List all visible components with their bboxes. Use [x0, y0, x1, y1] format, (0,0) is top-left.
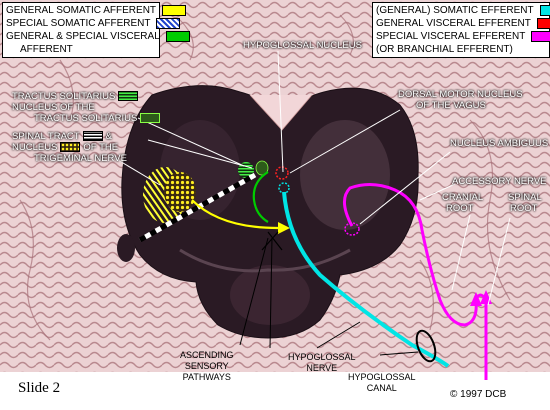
label-nucleus-ambiguus: NUCLEUS AMBIGUUS [450, 138, 549, 149]
label-hc-line2: CANAL [366, 383, 397, 393]
legend-row-afferent-cont: AFFERENT [6, 43, 156, 56]
legend-label-sve: SPECIAL VISCERAL EFFERENT [376, 31, 526, 42]
legend-afferent: GENERAL SOMATIC AFFERENT SPECIAL SOMATIC… [2, 2, 190, 58]
label-spinal-root: SPINAL ROOT [508, 192, 542, 214]
legend-swatch-green [165, 31, 190, 42]
legend-label-se: (GENERAL) SOMATIC EFFERENT [376, 5, 534, 16]
label-st-line4: TRIGEMINAL NERVE [34, 153, 127, 164]
label-st-text3: OF THE [83, 142, 119, 153]
label-spinal-trigeminal: SPINAL TRACT & NUCLEUS OF THE TRIGEMINAL N… [12, 131, 127, 164]
label-asp-line1: ASCENDING [180, 350, 234, 360]
label-sr-line2: ROOT [510, 203, 538, 214]
legend-row-visceral-afferent: GENERAL & SPECIAL VISCERAL [6, 30, 190, 43]
legend-efferent: (GENERAL) SOMATIC EFFERENT GENERAL VISCE… [372, 2, 550, 58]
legend-label-ssa: SPECIAL SOMATIC AFFERENT [6, 18, 151, 29]
legend-row-sve: SPECIAL VISCERAL EFFERENT [376, 30, 550, 43]
legend-swatch-spinal-nucleus [60, 142, 81, 153]
legend-row-se: (GENERAL) SOMATIC EFFERENT [376, 4, 550, 17]
label-tractus-solitarius: TRACTUS SOLITARIUS NUCLEUS OF THE TRACTU… [12, 91, 163, 124]
label-st-text1: SPINAL TRACT [12, 131, 80, 142]
label-dmn-line1: DORSAL MOTOR NUCLEUS [398, 89, 523, 100]
label-ts-line3: TRACTUS SOLITARIUS [12, 113, 163, 124]
legend-label-gve: GENERAL VISCERAL EFFERENT [376, 18, 531, 29]
label-hypoglossal-nerve: HYPOGLOSSAL NERVE [288, 352, 356, 374]
nucleus-ambiguus-marker [344, 222, 360, 236]
label-cranial-root: CRANIAL ROOT [442, 192, 483, 214]
dorsal-motor-nucleus-vagus [275, 166, 289, 180]
legend-swatch-spinal-tract [82, 131, 103, 142]
legend-swatch-cyan [539, 5, 550, 16]
legend-swatch-magenta [531, 31, 550, 42]
label-sr-line1: SPINAL [508, 192, 542, 203]
label-hc-line1: HYPOGLOSSAL [348, 372, 416, 382]
label-cr-line2: ROOT [446, 203, 474, 214]
label-st-text2: NUCLEUS [12, 142, 58, 153]
label-hn-line1: HYPOGLOSSAL [288, 352, 356, 362]
legend-row-gve: GENERAL VISCERAL EFFERENT [376, 17, 550, 30]
copyright-notice: © 1997 DCB [450, 389, 507, 400]
hypoglossal-nerve-path [282, 191, 450, 368]
label-dmn-line2: OF THE VAGUS [416, 100, 486, 111]
legend-label-gsa: GENERAL SOMATIC AFFERENT [6, 5, 157, 16]
label-ts-line1: TRACTUS SOLITARIUS [12, 91, 163, 102]
label-dorsal-motor-nucleus: DORSAL MOTOR NUCLEUS OF THE VAGUS [398, 89, 523, 111]
legend-swatch-yellow [162, 5, 187, 16]
label-hypoglossal-canal: HYPOGLOSSAL CANAL [348, 372, 416, 394]
hypoglossal-canal-ellipse [415, 329, 437, 363]
legend-swatch-ts [118, 91, 139, 102]
spinal-nucleus-trigeminal [164, 172, 196, 212]
label-cr-line1: CRANIAL [442, 192, 484, 203]
legend-row-be: (OR BRANCHIAL EFFERENT) [376, 43, 546, 56]
legend-swatch-striped-blue [156, 18, 181, 29]
label-ts-text1: TRACTUS SOLITARIUS [12, 91, 116, 102]
nucleus-tractus-solitarius [255, 160, 269, 176]
label-asp-line2: SENSORY [184, 361, 229, 371]
label-ts-line2: NUCLEUS OF THE [12, 102, 95, 113]
label-st-line1: SPINAL TRACT & [12, 131, 127, 142]
label-ts-text3: TRACTUS SOLITARIUS [34, 113, 138, 124]
legend-row-ssa: SPECIAL SOMATIC AFFERENT [6, 17, 181, 30]
tractus-solitarius [238, 162, 254, 178]
legend-row-gsa: GENERAL SOMATIC AFFERENT [6, 4, 187, 17]
label-accessory-nerve: ACCESSORY NERVE [452, 176, 547, 187]
label-hn-line2: NERVE [306, 363, 338, 373]
label-hypoglossal-nucleus: HYPOGLOSSAL NUCLEUS [243, 40, 362, 51]
label-st-line2: NUCLEUS OF THE [12, 142, 127, 153]
legend-label-visceral: GENERAL & SPECIAL VISCERAL [6, 31, 160, 42]
label-st-amp: & [105, 131, 112, 142]
legend-swatch-nts [140, 113, 161, 124]
legend-swatch-red [536, 18, 550, 29]
slide-number: Slide 2 [18, 380, 61, 396]
label-asp-line3: PATHWAYS [182, 372, 231, 382]
label-ascending-sensory: ASCENDING SENSORY PATHWAYS [180, 350, 234, 383]
special-visceral-efferent-path [343, 183, 478, 327]
legend-label-afferent: AFFERENT [20, 44, 73, 55]
legend-label-be: (OR BRANCHIAL EFFERENT) [376, 44, 513, 55]
